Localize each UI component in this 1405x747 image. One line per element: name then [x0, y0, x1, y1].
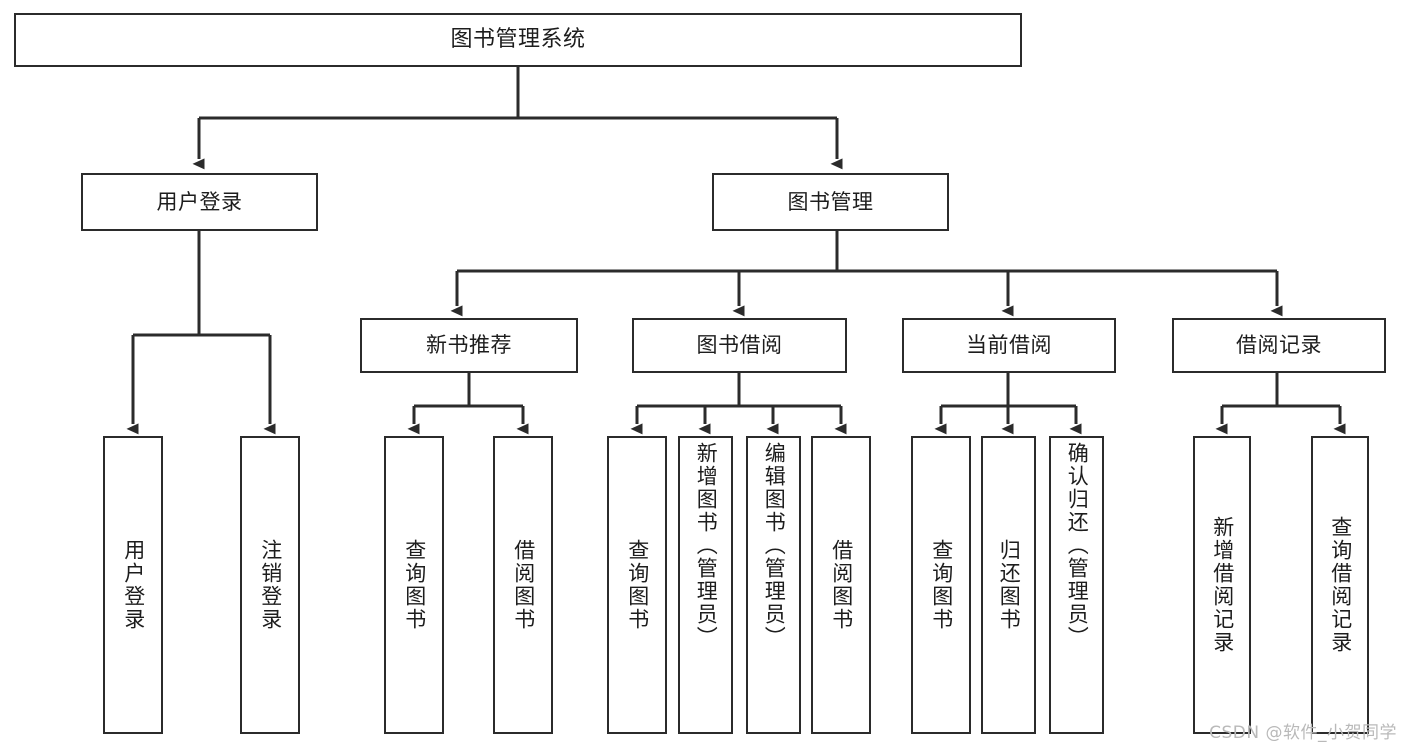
node-label: 查询图书 — [625, 539, 650, 631]
node-label: 用户登录 — [156, 189, 243, 214]
leaf-record-query-borrow-record[interactable]: 查询借阅记录 — [1311, 436, 1369, 734]
leaf-current-confirm-return-admin[interactable]: 确认归还（管理员） — [1049, 436, 1104, 734]
node-root-system[interactable]: 图书管理系统 — [14, 13, 1022, 67]
node-label: 用户登录 — [121, 539, 146, 631]
node-label: 新增借阅记录 — [1210, 516, 1235, 654]
node-label: 新增图书（管理员） — [694, 442, 719, 649]
node-book-borrow[interactable]: 图书借阅 — [632, 318, 847, 373]
node-label: 编辑图书（管理员） — [762, 442, 787, 649]
node-label: 借阅图书 — [511, 539, 536, 631]
node-borrow-record[interactable]: 借阅记录 — [1172, 318, 1386, 373]
watermark: CSDN @软件_小贺同学 — [1209, 723, 1397, 743]
node-current-borrow[interactable]: 当前借阅 — [902, 318, 1116, 373]
leaf-recommend-query-book[interactable]: 查询图书 — [384, 436, 444, 734]
leaf-borrow-add-book-admin[interactable]: 新增图书（管理员） — [678, 436, 733, 734]
leaf-user-login[interactable]: 用户登录 — [103, 436, 163, 734]
leaf-current-return-book[interactable]: 归还图书 — [981, 436, 1036, 734]
node-label: 注销登录 — [258, 539, 283, 631]
node-new-book-recommendation[interactable]: 新书推荐 — [360, 318, 578, 373]
leaf-current-query-book[interactable]: 查询图书 — [911, 436, 971, 734]
node-book-manage[interactable]: 图书管理 — [712, 173, 949, 231]
node-label: 查询借阅记录 — [1328, 516, 1353, 654]
leaf-borrow-edit-book-admin[interactable]: 编辑图书（管理员） — [746, 436, 801, 734]
node-label: 图书管理 — [787, 189, 874, 214]
leaf-borrow-borrow-book[interactable]: 借阅图书 — [811, 436, 871, 734]
node-user-login[interactable]: 用户登录 — [81, 173, 318, 231]
node-label: 借阅记录 — [1236, 333, 1322, 358]
node-label: 图书管理系统 — [450, 27, 586, 53]
node-label: 查询图书 — [929, 539, 954, 631]
node-label: 确认归还（管理员） — [1065, 442, 1090, 649]
node-label: 借阅图书 — [829, 539, 854, 631]
node-label: 图书借阅 — [696, 333, 783, 358]
node-label: 新书推荐 — [426, 333, 512, 358]
node-label: 归还图书 — [997, 539, 1022, 631]
leaf-user-logout[interactable]: 注销登录 — [240, 436, 300, 734]
leaf-recommend-borrow-book[interactable]: 借阅图书 — [493, 436, 553, 734]
node-label: 查询图书 — [402, 539, 427, 631]
leaf-borrow-query-book[interactable]: 查询图书 — [607, 436, 667, 734]
leaf-record-add-borrow-record[interactable]: 新增借阅记录 — [1193, 436, 1251, 734]
node-label: 当前借阅 — [966, 333, 1052, 358]
